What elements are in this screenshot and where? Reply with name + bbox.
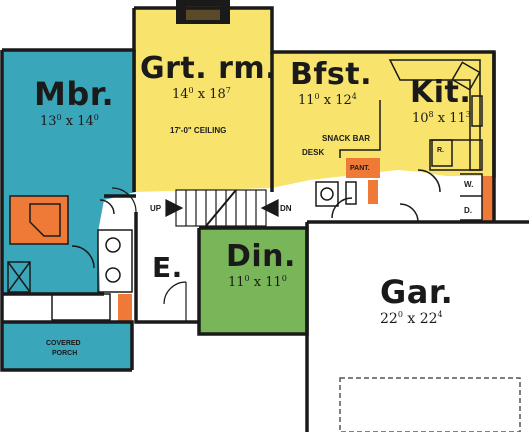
garage-door-outline [339, 377, 521, 432]
dining-label: Din. [226, 239, 296, 274]
laundry-and-bath-fixtures [315, 173, 483, 223]
bfst-width-in: 0 [314, 92, 320, 101]
master-bath-fixtures [7, 195, 133, 321]
din-height: 11 [265, 275, 282, 290]
refrigerator-label: R. [437, 147, 444, 154]
mbr-height-in: 0 [93, 113, 99, 122]
great-room-label: Grt. rm. [140, 51, 278, 86]
dining-area [199, 228, 307, 334]
din-height-in: 0 [281, 274, 287, 283]
stair-down-label: DN [280, 204, 292, 213]
washer-label: W. [464, 180, 474, 189]
entry-area [136, 212, 199, 322]
kit-width-in: 8 [428, 110, 434, 119]
kitchen-counters [339, 59, 483, 193]
garage-dimensions: 220 x 224 [380, 310, 443, 327]
porch-label-line1: COVERED [46, 340, 81, 347]
door-swings [111, 187, 187, 322]
entry-label: E. [152, 251, 183, 284]
mbr-width-in: 0 [56, 113, 62, 122]
bfst-height: 12 [335, 93, 352, 108]
dryer-label: D. [464, 206, 472, 215]
gar-height-in: 4 [437, 310, 443, 319]
garage-area [307, 222, 529, 432]
kitchen-dimensions: 108 x 113 [412, 110, 471, 126]
ceiling-note: 17'-0" CEILING [170, 126, 227, 135]
stair [165, 189, 279, 227]
gar-width-in: 0 [397, 310, 403, 319]
gar-width: 22 [380, 311, 398, 327]
grt-height-in: 7 [225, 86, 231, 95]
grt-width-in: 0 [188, 86, 194, 95]
mbr-dimensions: 130 x 140 [40, 113, 99, 129]
utility-block-a [368, 180, 378, 204]
snack-bar-label: SNACK BAR [322, 134, 370, 143]
bfst-width: 11 [298, 93, 315, 108]
covered-porch-area [2, 322, 132, 370]
dining-dimensions: 110 x 110 [228, 274, 287, 290]
closet-block [118, 294, 132, 322]
porch-label-line2: PORCH [52, 350, 78, 357]
garage-label: Gar. [380, 273, 454, 311]
pantry-block [346, 158, 380, 178]
breakfast-dimensions: 110 x 124 [298, 92, 357, 108]
pantry-label: PANT. [350, 165, 370, 172]
mbr-height: 14 [77, 114, 94, 129]
mbr-label: Mbr. [34, 75, 115, 113]
din-width: 11 [228, 275, 245, 290]
breakfast-label: Bfst. [290, 57, 373, 92]
grt-width: 14 [172, 87, 189, 102]
bfst-height-in: 4 [351, 92, 357, 101]
grt-height: 18 [209, 87, 226, 102]
mbr-width: 13 [40, 114, 57, 129]
stair-up-label: UP [150, 204, 162, 213]
kit-height: 11 [449, 111, 466, 126]
kitchen-label: Kit. [410, 75, 472, 110]
desk-label: DESK [302, 148, 325, 157]
walls [0, 6, 529, 432]
great-room-area [134, 8, 494, 192]
din-width-in: 0 [244, 274, 250, 283]
utility-block-b [482, 176, 494, 222]
kit-height-in: 3 [465, 110, 471, 119]
kit-width: 10 [412, 111, 429, 126]
great-room-dimensions: 140 x 187 [172, 86, 231, 102]
gar-height: 22 [419, 311, 438, 327]
